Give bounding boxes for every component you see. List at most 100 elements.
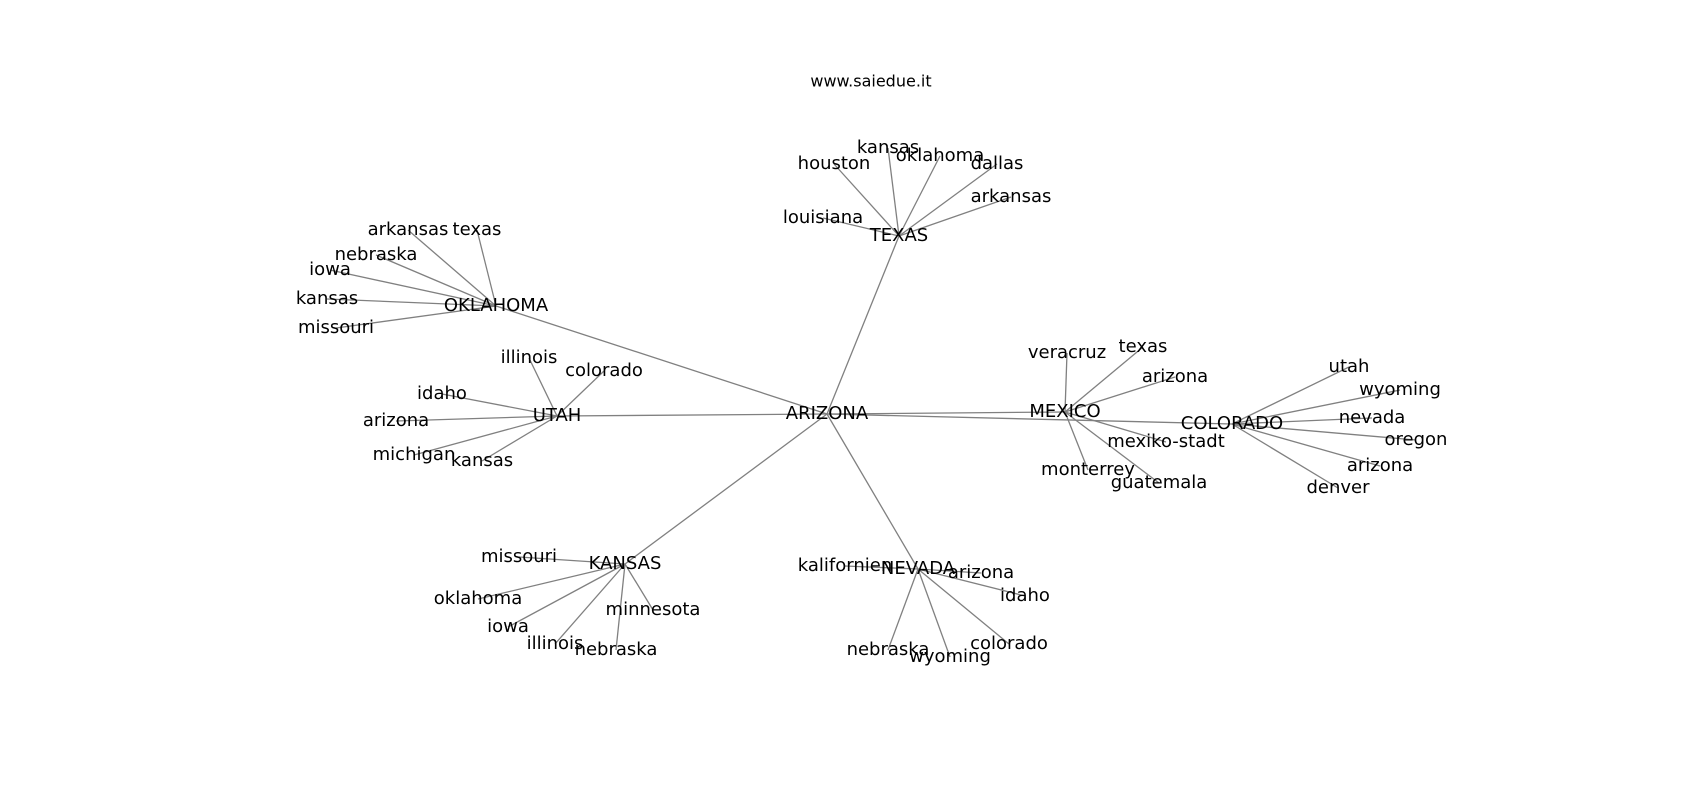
edge-mexico-mx-veracruz <box>1064 352 1068 413</box>
leaf-node-ok-iowa: iowa <box>309 259 351 280</box>
leaf-node-ut-illinois: illinois <box>501 347 558 368</box>
edge-kansas-ks-missouri <box>518 556 626 565</box>
edge-utah-ut-kansas <box>481 415 558 462</box>
leaf-node-nv-nebraska: nebraska <box>847 639 930 660</box>
leaf-node-tx-houston: houston <box>798 153 871 174</box>
hub-node-oklahoma: OKLAHOMA <box>444 295 549 316</box>
edge-kansas-ks-illinois <box>554 563 626 645</box>
edge-oklahoma-ok-arkansas <box>407 229 497 307</box>
leaf-node-ok-arkansas: arkansas <box>368 219 449 240</box>
hub-node-colorado: COLORADO <box>1181 413 1283 434</box>
watermark: www.saiedue.it <box>810 72 931 91</box>
edge-nevada-nv-colorado <box>917 568 1010 645</box>
edge-oklahoma-ok-kansas <box>326 298 497 307</box>
edge-nevada-nv-arizona <box>917 568 982 574</box>
edge-mexico-mx-arizona <box>1064 376 1176 413</box>
node-layer: ARIZONA TEXAS OKLAHOMA UTAH KANSAS NEVADA MEXI… <box>296 137 1448 667</box>
edge-oklahoma-ok-iowa <box>329 269 497 307</box>
edge-arizona-oklahoma <box>495 305 828 415</box>
leaf-node-mx-veracruz: veracruz <box>1028 342 1106 363</box>
edge-texas-tx-louisiana <box>822 217 900 237</box>
leaf-node-ok-missouri: missouri <box>298 317 374 338</box>
leaf-node-ut-idaho: idaho <box>417 383 467 404</box>
leaf-node-ok-texas: texas <box>453 219 502 240</box>
edge-arizona-utah <box>556 413 828 417</box>
edge-utah-ut-arizona <box>395 415 558 422</box>
edge-utah-ut-colorado <box>556 370 605 417</box>
leaf-node-mx-monterrey: monterrey <box>1041 459 1135 480</box>
edge-colorado-co-denver <box>1231 423 1339 489</box>
hub-node-mexico: MEXICO <box>1029 401 1100 422</box>
leaf-node-co-arizona: arizona <box>1347 455 1413 476</box>
hub-node-utah: UTAH <box>533 405 582 426</box>
hub-node-arizona: ARIZONA <box>786 403 869 424</box>
leaf-node-tx-oklahoma: oklahoma <box>896 145 984 166</box>
leaf-node-mx-texas: texas <box>1119 336 1168 357</box>
leaf-node-ok-nebraska: nebraska <box>335 244 418 265</box>
edge-arizona-nevada <box>826 413 919 570</box>
leaf-node-ks-nebraska: nebraska <box>575 639 658 660</box>
edge-layer <box>326 147 1417 658</box>
edge-nevada-nv-kalifornien <box>844 565 919 570</box>
edge-kansas-ks-nebraska <box>615 563 626 651</box>
edge-nevada-nv-nebraska <box>887 568 919 651</box>
leaf-node-nv-idaho: idaho <box>1000 585 1050 606</box>
leaf-node-tx-arkansas: arkansas <box>971 186 1052 207</box>
edge-arizona-texas <box>826 235 900 415</box>
edge-colorado-co-utah <box>1231 366 1350 425</box>
edge-texas-tx-arkansas <box>898 196 1012 237</box>
leaf-node-mx-arizona: arizona <box>1142 366 1208 387</box>
edge-arizona-mexico <box>826 411 1066 415</box>
leaf-node-ut-arizona: arizona <box>363 410 429 431</box>
leaf-node-co-denver: denver <box>1306 477 1370 498</box>
edge-texas-tx-houston <box>833 163 900 237</box>
leaf-node-nv-colorado: colorado <box>970 633 1048 654</box>
edge-arizona-colorado <box>826 413 1233 425</box>
edge-texas-tx-oklahoma <box>898 155 941 237</box>
edge-colorado-co-oregon <box>1231 423 1417 441</box>
leaf-node-tx-kansas: kansas <box>857 137 919 158</box>
edge-oklahoma-ok-missouri <box>335 305 497 329</box>
edge-arizona-kansas <box>624 413 828 565</box>
edge-texas-tx-kansas <box>887 147 900 237</box>
edge-oklahoma-ok-nebraska <box>375 254 497 307</box>
leaf-node-ks-iowa: iowa <box>487 616 529 637</box>
leaf-node-nv-kalifornien: kalifornien <box>798 555 892 576</box>
leaf-node-mx-guatemala: guatemala <box>1111 472 1208 493</box>
edge-nevada-nv-idaho <box>917 568 1026 597</box>
leaf-node-ks-oklahoma: oklahoma <box>434 588 522 609</box>
leaf-node-ut-kansas: kansas <box>451 450 513 471</box>
edge-kansas-ks-minnesota <box>624 563 654 611</box>
leaf-node-ut-colorado: colorado <box>565 360 643 381</box>
leaf-node-ks-illinois: illinois <box>527 633 584 654</box>
hub-node-nevada: NEVADA <box>881 558 956 579</box>
edge-colorado-co-arizona <box>1231 423 1381 467</box>
leaf-node-ok-kansas: kansas <box>296 288 358 309</box>
edge-mexico-mx-guatemala <box>1064 411 1160 484</box>
edge-kansas-ks-iowa <box>507 563 626 628</box>
edge-nevada-nv-wyoming <box>917 568 951 658</box>
edge-utah-ut-idaho <box>441 393 558 417</box>
edge-texas-tx-dallas <box>898 163 998 237</box>
leaf-node-nv-arizona: arizona <box>948 562 1014 583</box>
edge-mexico-mx-monterrey <box>1064 411 1089 471</box>
edge-mexico-mx-texas <box>1064 346 1144 413</box>
leaf-node-co-wyoming: wyoming <box>1359 379 1441 400</box>
leaf-node-co-oregon: oregon <box>1385 429 1448 450</box>
hub-node-kansas: KANSAS <box>589 553 662 574</box>
hub-node-texas: TEXAS <box>869 225 928 246</box>
edge-colorado-co-nevada <box>1231 417 1373 425</box>
leaf-node-ut-michigan: michigan <box>373 444 456 465</box>
leaf-node-co-nevada: nevada <box>1339 407 1406 428</box>
leaf-node-ks-minnesota: minnesota <box>606 599 701 620</box>
leaf-node-tx-louisiana: louisiana <box>783 207 863 228</box>
edge-mexico-mx-mexiko <box>1064 411 1167 443</box>
edge-colorado-co-wyoming <box>1231 389 1401 425</box>
edge-kansas-ks-oklahoma <box>477 563 626 600</box>
leaf-node-ks-missouri: missouri <box>481 546 557 567</box>
edge-utah-ut-illinois <box>528 357 558 417</box>
leaf-node-tx-dallas: dallas <box>971 153 1024 174</box>
leaf-node-mx-mexiko: mexiko-stadt <box>1107 431 1225 452</box>
leaf-node-nv-wyoming: wyoming <box>909 646 991 667</box>
